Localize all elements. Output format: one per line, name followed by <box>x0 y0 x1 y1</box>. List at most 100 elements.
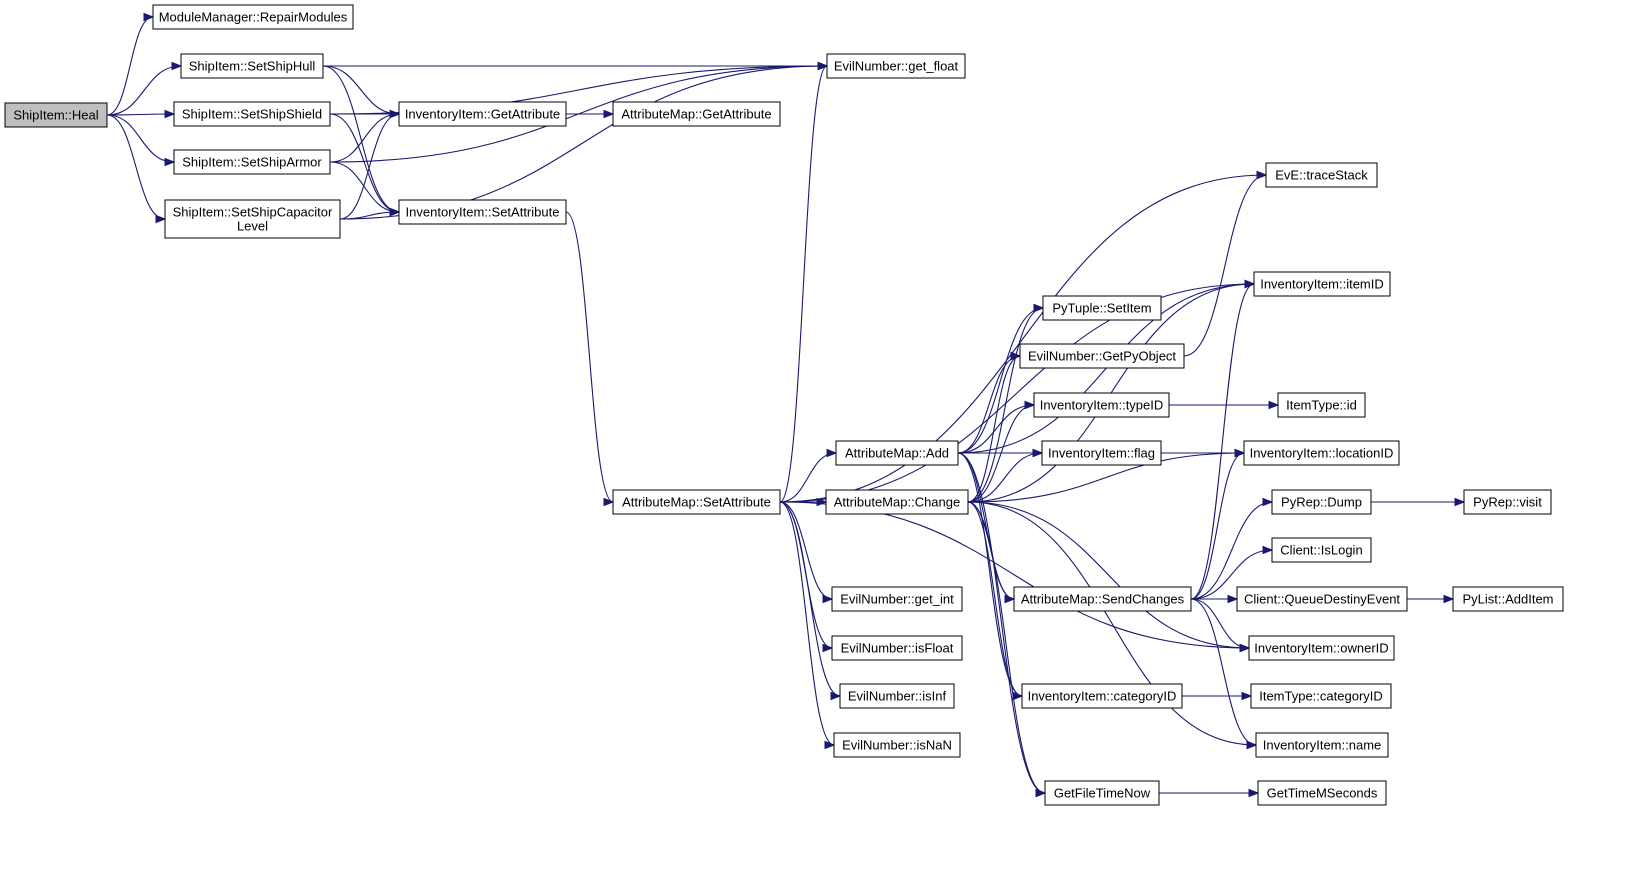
node-flag[interactable]: InventoryItem::flag <box>1041 440 1162 466</box>
edge <box>566 109 615 119</box>
arrowhead-icon <box>1032 448 1044 458</box>
node-box[interactable] <box>839 683 955 709</box>
node-box[interactable] <box>398 101 567 127</box>
node-label: AttributeMap::Add <box>845 446 949 461</box>
node-islogin[interactable]: Client::IsLogin <box>1271 537 1372 563</box>
node-box[interactable] <box>1041 440 1162 466</box>
node-box[interactable] <box>1255 732 1389 758</box>
node-box[interactable] <box>1452 586 1564 612</box>
node-box[interactable] <box>1042 295 1162 321</box>
node-hull[interactable]: ShipItem::SetShipHull <box>180 53 324 79</box>
arrowhead-icon <box>155 214 167 224</box>
node-catid[interactable]: InventoryItem::categoryID <box>1021 683 1183 709</box>
edge-line <box>967 501 1257 746</box>
node-pytuple[interactable]: PyTuple::SetItem <box>1042 295 1162 321</box>
edge <box>1190 598 1258 750</box>
node-box[interactable] <box>1265 162 1378 188</box>
node-pylist[interactable]: PyList::AddItem <box>1452 586 1564 612</box>
node-label: Level <box>237 219 268 234</box>
node-getpyobj[interactable]: EvilNumber::GetPyObject <box>1019 343 1185 369</box>
edge <box>329 109 401 163</box>
node-pyrep_dump[interactable]: PyRep::Dump <box>1271 489 1372 515</box>
node-box[interactable] <box>1271 489 1372 515</box>
node-am_getattr[interactable]: AttributeMap::GetAttribute <box>612 101 781 127</box>
arrowhead-icon <box>1256 170 1268 180</box>
node-box[interactable] <box>831 586 963 612</box>
node-typeid[interactable]: InventoryItem::typeID <box>1033 392 1170 418</box>
node-box[interactable] <box>1248 635 1395 661</box>
node-box[interactable] <box>612 101 781 127</box>
node-box[interactable] <box>180 53 324 79</box>
edge-line <box>565 211 614 503</box>
edge-line <box>106 114 175 163</box>
node-get_int[interactable]: EvilNumber::get_int <box>831 586 963 612</box>
edge-line <box>957 355 1021 454</box>
node-shield[interactable]: ShipItem::SetShipShield <box>173 101 331 127</box>
arrowhead-icon <box>1443 594 1455 604</box>
node-box[interactable] <box>825 489 969 515</box>
node-itemtype_id[interactable]: ItemType::id <box>1277 392 1366 418</box>
edge-line <box>322 65 400 213</box>
node-inv_getattr[interactable]: InventoryItem::GetAttribute <box>398 101 567 127</box>
node-itemtype_cat[interactable]: ItemType::categoryID <box>1250 683 1392 709</box>
node-box[interactable] <box>1019 343 1185 369</box>
node-box[interactable] <box>1250 683 1392 709</box>
edge-line <box>779 65 828 503</box>
arrowhead-icon <box>164 109 176 119</box>
node-pyrep_visit[interactable]: PyRep::visit <box>1463 489 1552 515</box>
node-box[interactable] <box>831 635 963 661</box>
node-box[interactable] <box>835 440 959 466</box>
node-am_change[interactable]: AttributeMap::Change <box>825 489 969 515</box>
node-box[interactable] <box>152 4 354 30</box>
node-label: EvilNumber::isInf <box>848 689 947 704</box>
node-box[interactable] <box>1013 586 1192 612</box>
node-trace[interactable]: EvE::traceStack <box>1265 162 1378 188</box>
arrowhead-icon <box>822 594 834 604</box>
node-gftn[interactable]: GetFileTimeNow <box>1044 780 1160 806</box>
node-box[interactable] <box>1253 271 1391 297</box>
node-gtms[interactable]: GetTimeMSeconds <box>1257 780 1387 806</box>
node-box[interactable] <box>1463 489 1552 515</box>
edge <box>106 114 167 224</box>
arrowhead-icon <box>1227 594 1239 604</box>
node-label: EvilNumber::isNaN <box>842 738 952 753</box>
node-box[interactable] <box>1236 586 1408 612</box>
node-box[interactable] <box>1271 537 1372 563</box>
arrowhead-icon <box>389 207 401 217</box>
node-box[interactable] <box>1021 683 1183 709</box>
edge-line <box>339 113 400 220</box>
node-box[interactable] <box>398 199 567 225</box>
node-isfloat[interactable]: EvilNumber::isFloat <box>831 635 963 661</box>
node-name[interactable]: InventoryItem::name <box>1255 732 1389 758</box>
node-box[interactable] <box>1033 392 1170 418</box>
node-am_send[interactable]: AttributeMap::SendChanges <box>1013 586 1192 612</box>
node-box[interactable] <box>1243 440 1400 466</box>
node-box[interactable] <box>1277 392 1366 418</box>
arrowhead-icon <box>1035 788 1047 798</box>
node-armor[interactable]: ShipItem::SetShipArmor <box>173 149 331 175</box>
node-ownerid[interactable]: InventoryItem::ownerID <box>1248 635 1395 661</box>
node-am_setattr[interactable]: AttributeMap::SetAttribute <box>612 489 781 515</box>
node-box[interactable] <box>4 102 108 128</box>
node-box[interactable] <box>164 199 341 239</box>
node-box[interactable] <box>833 732 961 758</box>
node-label: InventoryItem::locationID <box>1250 446 1394 461</box>
node-inv_setattr[interactable]: InventoryItem::SetAttribute <box>398 199 567 225</box>
node-box[interactable] <box>612 489 781 515</box>
node-queue[interactable]: Client::QueueDestinyEvent <box>1236 586 1408 612</box>
node-repair[interactable]: ModuleManager::RepairModules <box>152 4 354 30</box>
node-isnan[interactable]: EvilNumber::isNaN <box>833 732 961 758</box>
node-box[interactable] <box>1257 780 1387 806</box>
node-locid[interactable]: InventoryItem::locationID <box>1243 440 1400 466</box>
node-box[interactable] <box>1044 780 1160 806</box>
edge <box>957 452 1047 798</box>
node-get_float[interactable]: EvilNumber::get_float <box>826 53 966 79</box>
node-box[interactable] <box>173 149 331 175</box>
node-itemid[interactable]: InventoryItem::itemID <box>1253 271 1391 297</box>
node-am_add[interactable]: AttributeMap::Add <box>835 440 959 466</box>
node-isinf[interactable]: EvilNumber::isInf <box>839 683 955 709</box>
node-heal[interactable]: ShipItem::Heal <box>4 102 108 128</box>
node-box[interactable] <box>826 53 966 79</box>
node-box[interactable] <box>173 101 331 127</box>
